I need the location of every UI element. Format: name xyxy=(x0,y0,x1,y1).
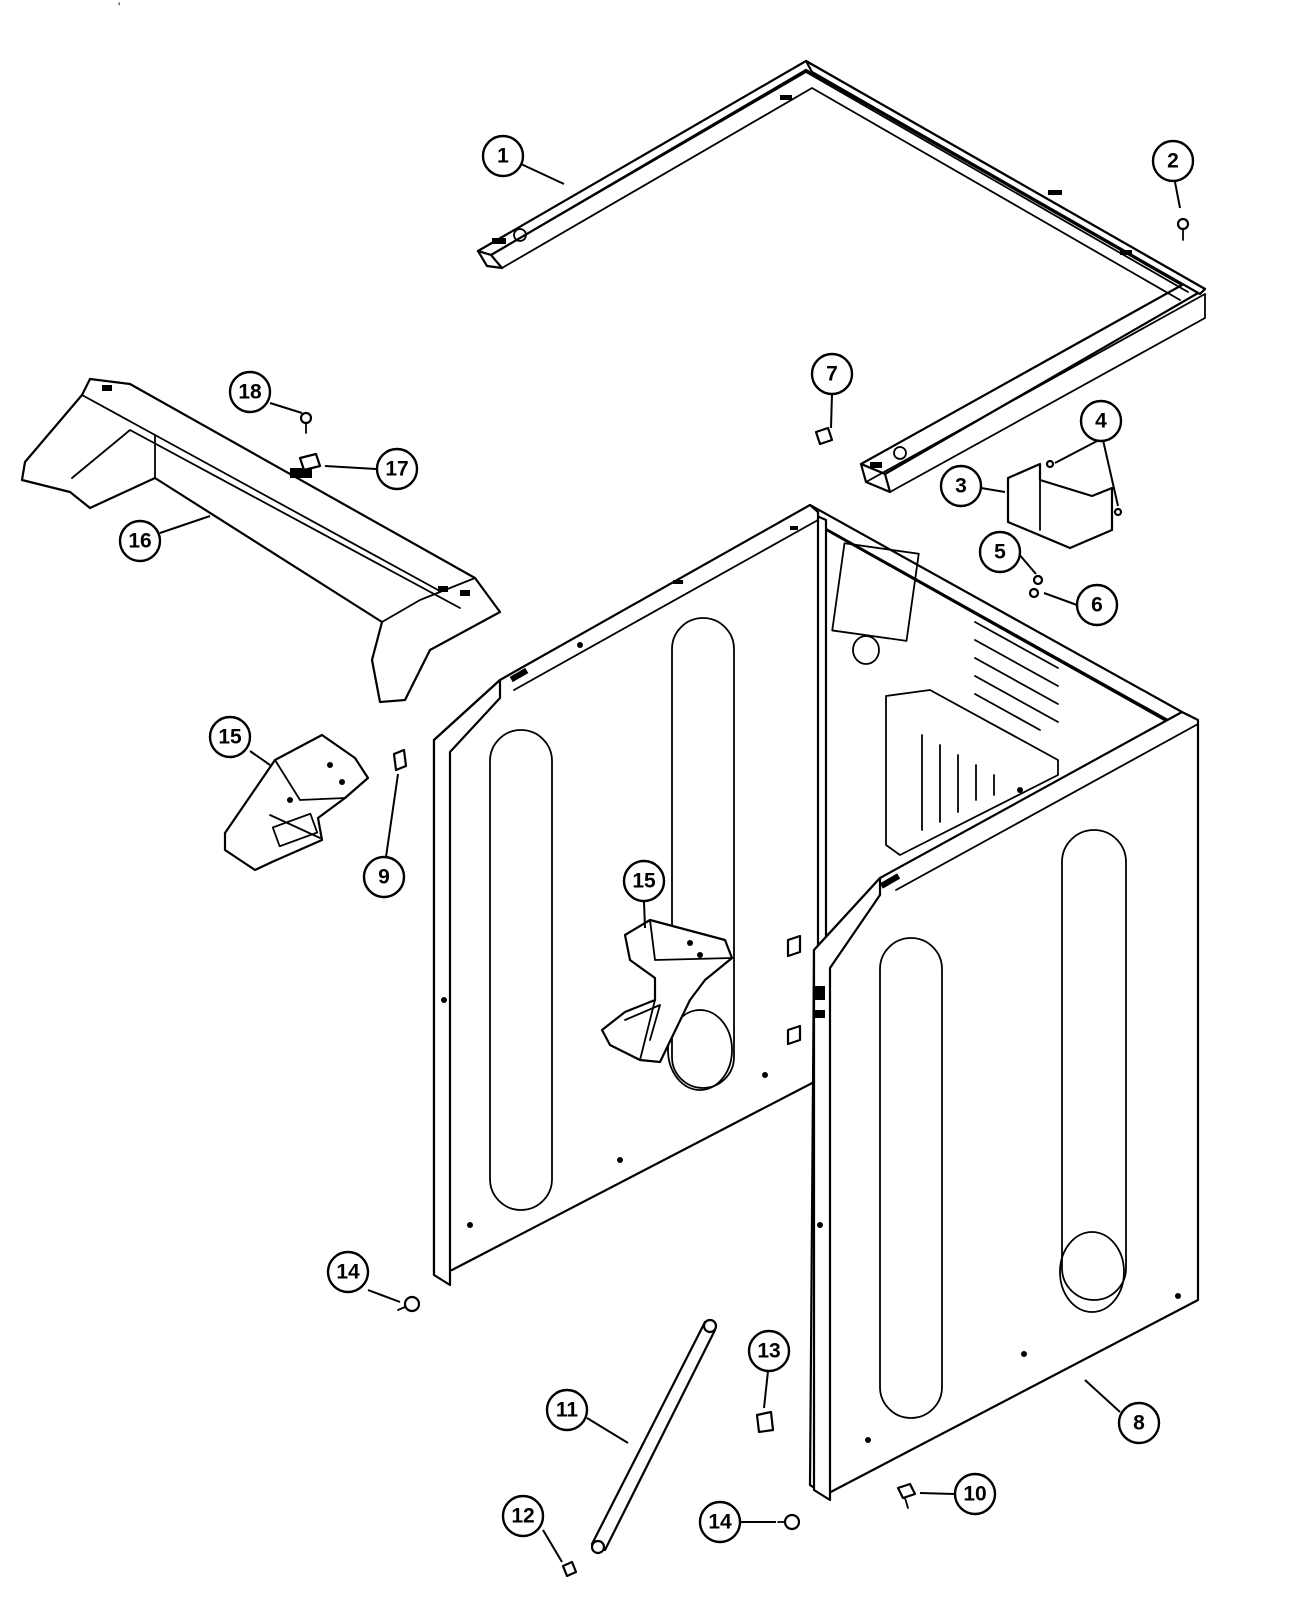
callout-6-label: 6 xyxy=(1091,594,1103,617)
callout-16-label: 16 xyxy=(128,530,151,553)
callout-15-left: 15 xyxy=(208,715,252,759)
callout-10-label: 10 xyxy=(963,1483,986,1506)
callout-1: 1 xyxy=(481,134,525,178)
corner-tick-mark: ' xyxy=(118,0,121,14)
callout-3-label: 3 xyxy=(955,475,967,498)
cabinet-front-panel-part xyxy=(808,710,1200,1502)
callout-14-left: 14 xyxy=(326,1250,370,1294)
callout-8: 8 xyxy=(1117,1401,1161,1445)
callout-2: 2 xyxy=(1151,139,1195,183)
callout-11-label: 11 xyxy=(556,1399,579,1422)
bracket-screw-washer-part xyxy=(1028,574,1044,599)
console-clip-part xyxy=(298,452,322,472)
cabinet-tie-rod-part xyxy=(590,1318,718,1555)
top-frame-screw-part xyxy=(1176,217,1190,241)
frame-clip-part xyxy=(814,426,834,446)
callout-9-label: 9 xyxy=(378,866,390,889)
control-panel-console-part xyxy=(20,377,502,704)
callout-3: 3 xyxy=(939,464,983,508)
callout-13-label: 13 xyxy=(757,1340,780,1363)
cabinet-left-side-panel xyxy=(432,503,820,1287)
callout-15-center: 15 xyxy=(622,859,666,903)
callout-1-label: 1 xyxy=(497,145,509,168)
hinge-bracket-upper-part xyxy=(223,733,370,872)
callout-7: 7 xyxy=(810,352,854,396)
callout-4: 4 xyxy=(1079,399,1123,443)
callout-9: 9 xyxy=(362,855,406,899)
callout-14-bottom: 14 xyxy=(698,1500,742,1544)
leader-lines xyxy=(159,163,1181,1563)
callout-15-left-label: 15 xyxy=(218,726,242,749)
callout-7-label: 7 xyxy=(826,363,838,386)
panel-hinge-clips xyxy=(786,934,802,1046)
callout-8-label: 8 xyxy=(1133,1412,1145,1435)
panel-screw-bottom-part xyxy=(777,1513,801,1531)
callout-15-center-label: 15 xyxy=(632,870,656,893)
tie-rod-clip-part xyxy=(755,1410,775,1434)
callout-14-bottom-label: 14 xyxy=(708,1511,732,1534)
callout-11: 11 xyxy=(545,1388,589,1432)
top-frame-part xyxy=(476,59,1207,494)
callout-2-label: 2 xyxy=(1167,150,1179,173)
callout-5: 5 xyxy=(978,530,1022,574)
callout-13: 13 xyxy=(747,1329,791,1373)
console-screw-part xyxy=(299,411,313,434)
callout-6: 6 xyxy=(1075,583,1119,627)
callout-10: 10 xyxy=(953,1472,997,1516)
callout-12: 12 xyxy=(501,1494,545,1538)
callout-17: 17 xyxy=(375,447,419,491)
callout-17-label: 17 xyxy=(385,458,408,481)
hinge-clip-part xyxy=(392,748,408,772)
callout-4-label: 4 xyxy=(1095,410,1107,433)
callout-18: 18 xyxy=(228,370,272,414)
callout-16: 16 xyxy=(118,519,162,563)
front-panel-screw-part xyxy=(896,1482,917,1509)
tie-rod-screw-part xyxy=(561,1560,578,1578)
hinge-bracket-lower-part xyxy=(600,918,734,1064)
cabinet-bracket-part xyxy=(1006,459,1123,550)
callout-5-label: 5 xyxy=(994,541,1006,564)
callout-12-label: 12 xyxy=(511,1505,534,1528)
callout-18-label: 18 xyxy=(238,381,262,404)
panel-screw-left-part xyxy=(397,1295,421,1313)
callout-14-left-label: 14 xyxy=(336,1261,360,1284)
